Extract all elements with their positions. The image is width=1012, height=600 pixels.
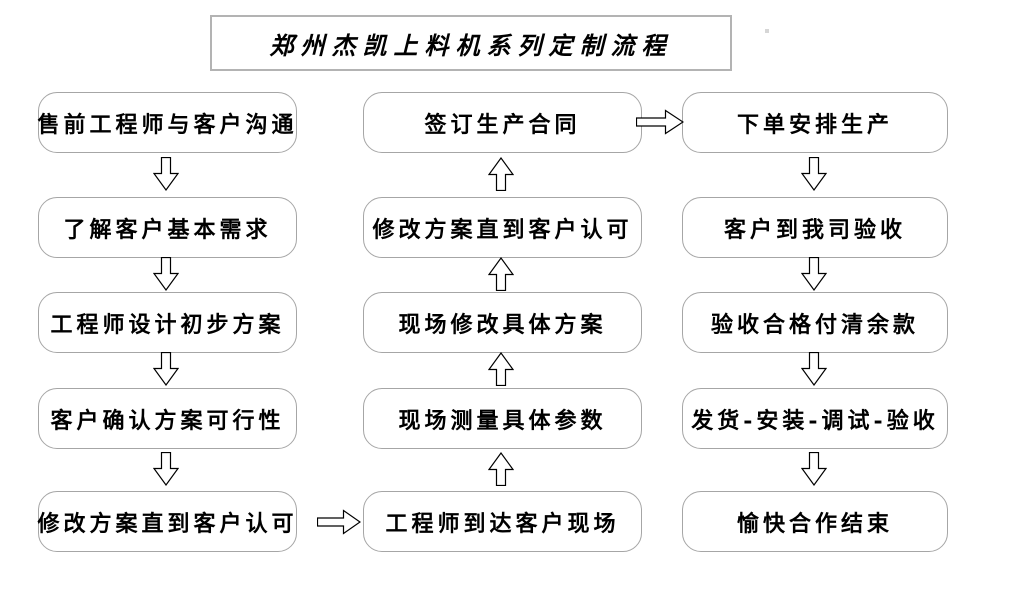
flowchart-title-box: 郑州杰凯上料机系列定制流程 — [210, 15, 732, 71]
step-understand-basic-needs: 了解客户基本需求 — [38, 197, 297, 258]
step-customer-acceptance-visit: 客户到我司验收 — [682, 197, 948, 258]
step-onsite-modify-plan: 现场修改具体方案 — [363, 292, 642, 353]
up-arrow-icon — [488, 257, 514, 291]
down-arrow-icon — [153, 452, 179, 486]
down-arrow-icon — [801, 257, 827, 291]
down-arrow-icon — [153, 257, 179, 291]
up-arrow-icon — [488, 452, 514, 486]
stray-dot — [765, 29, 769, 33]
down-arrow-icon — [153, 157, 179, 191]
step-presales-communication: 售前工程师与客户沟通 — [38, 92, 297, 153]
step-engineer-arrives-site: 工程师到达客户现场 — [363, 491, 642, 552]
right-arrow-icon — [317, 509, 361, 535]
down-arrow-icon — [801, 452, 827, 486]
down-arrow-icon — [801, 157, 827, 191]
step-happy-cooperation-end: 愉快合作结束 — [682, 491, 948, 552]
up-arrow-icon — [488, 157, 514, 191]
step-onsite-revise-until-approval: 修改方案直到客户认可 — [363, 197, 642, 258]
step-pay-remaining-balance: 验收合格付清余款 — [682, 292, 948, 353]
step-sign-production-contract: 签订生产合同 — [363, 92, 642, 153]
right-arrow-icon — [636, 109, 684, 135]
step-onsite-measure-parameters: 现场测量具体参数 — [363, 388, 642, 449]
flowchart-title: 郑州杰凯上料机系列定制流程 — [269, 30, 673, 60]
down-arrow-icon — [153, 352, 179, 386]
step-revise-until-approval: 修改方案直到客户认可 — [38, 491, 297, 552]
step-customer-confirm-feasibility: 客户确认方案可行性 — [38, 388, 297, 449]
up-arrow-icon — [488, 352, 514, 386]
step-engineer-initial-design: 工程师设计初步方案 — [38, 292, 297, 353]
step-ship-install-debug-accept: 发货-安装-调试-验收 — [682, 388, 948, 449]
down-arrow-icon — [801, 352, 827, 386]
step-place-order-production: 下单安排生产 — [682, 92, 948, 153]
